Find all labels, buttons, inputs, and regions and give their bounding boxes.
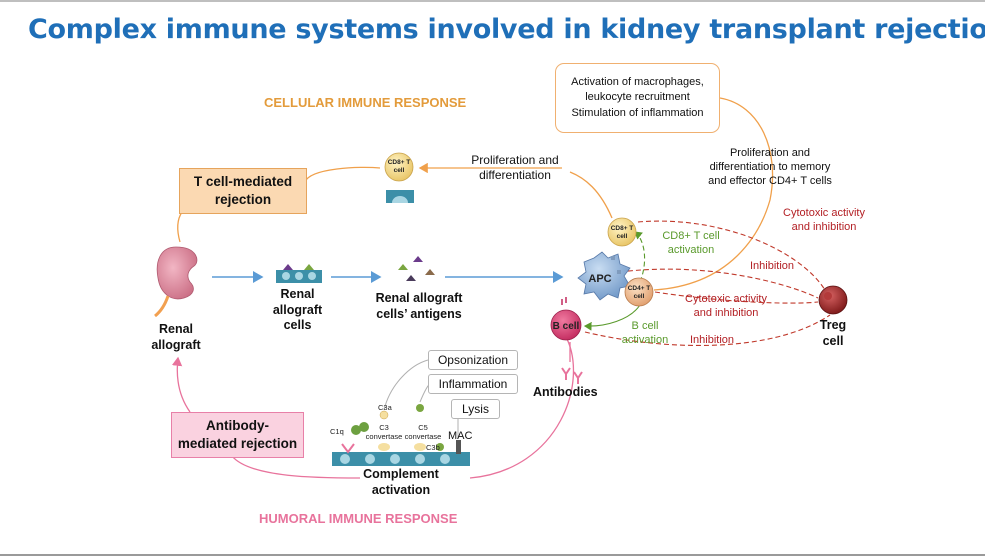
allograft-antigens-label: Renal allograft cells’ antigens <box>375 291 463 321</box>
lysis-box: Lysis <box>451 399 500 419</box>
humoral-arc-right <box>469 334 575 479</box>
prolif-memory-label: Proliferation and differentiation to mem… <box>708 147 832 187</box>
allograft-cells-icon <box>276 264 322 283</box>
cellular-response-title: CELLULAR IMMUNE RESPONSE <box>264 95 467 110</box>
c3a-label: C3a <box>378 403 392 412</box>
treg-cell <box>818 285 848 315</box>
svg-text:cell: cell <box>394 167 405 174</box>
top-border <box>0 0 985 2</box>
arrow-to-allograft <box>171 356 191 413</box>
bcell-activation-label: B cell activation <box>621 320 669 346</box>
cd8-activation-label: CD8+ T cell activation <box>662 230 720 256</box>
humoral-arc-mid <box>231 455 361 479</box>
slide-title: Complex immune systems involved in kidne… <box>28 14 985 45</box>
cellular-arc-kidney <box>177 211 183 243</box>
inflammation-box: Inflammation <box>428 374 518 394</box>
tcell-rejection-label: T cell-mediated rejection <box>193 174 293 207</box>
prolif-diff-label: Proliferation and differentiation <box>471 153 559 182</box>
inhibition-mid-label: Inhibition <box>750 260 795 272</box>
c5-convertase-label: C5 convertase <box>404 423 442 441</box>
mac-label: MAC <box>448 430 473 442</box>
humoral-response-title: HUMORAL IMMUNE RESPONSE <box>259 511 458 526</box>
bottom-border <box>0 554 985 556</box>
cd4-activates-bcell <box>583 304 641 331</box>
allograft-cells-label: Renal allograft cells <box>272 287 323 333</box>
cd8-cell: CD8+ T cell <box>607 217 637 247</box>
antibody-rejection-box: Antibody-mediated rejection <box>171 412 304 458</box>
svg-text:CD4+ T: CD4+ T <box>628 285 651 292</box>
complement-membrane-icon <box>332 404 470 466</box>
b-cell: B cell <box>550 297 582 341</box>
svg-text:cell: cell <box>617 233 628 240</box>
arc-cd4-to-macrophage <box>653 97 774 291</box>
c1q-label: C1q <box>330 427 344 436</box>
apc-cell: APC <box>577 251 631 301</box>
antigens-icon <box>398 256 435 281</box>
inflammation-label: Inflammation <box>438 377 508 391</box>
c3b-label: C3b <box>426 443 440 452</box>
opsonization-box: Opsonization <box>428 350 518 370</box>
opsonization-label: Opsonization <box>437 353 509 367</box>
renal-allograft-label: Renal allograft <box>151 322 201 352</box>
cellular-arc-left <box>304 166 381 183</box>
cytotoxic-top-label: Cytotoxic activity and inhibition <box>783 207 865 233</box>
antibody-rejection-label: Antibody-mediated rejection <box>177 418 298 451</box>
svg-text:APC: APC <box>588 273 611 285</box>
c3-convertase-label: C3 convertase <box>365 423 403 441</box>
complement-activation-label: Complement activation <box>363 467 439 497</box>
arc-cd8-to-prolif <box>569 171 613 219</box>
to-opsonization <box>383 359 429 411</box>
cytotoxic-mid-label: Cytotoxic activity and inhibition <box>685 293 767 319</box>
cd4-cell: CD4+ T cell <box>624 277 654 307</box>
cd8-cell-top: CD8+ T cell <box>384 152 414 203</box>
svg-text:B cell: B cell <box>553 321 580 332</box>
svg-text:CD8+ T: CD8+ T <box>611 225 634 232</box>
macrophage-activation-label: Activation of macrophages, leukocyte rec… <box>571 75 704 119</box>
inhibit-cd8-treg <box>637 220 826 291</box>
treg-label: Treg cell <box>819 318 847 348</box>
inhibit-apc-treg <box>619 268 819 299</box>
svg-text:CD8+ T: CD8+ T <box>388 159 411 166</box>
kidney-icon <box>154 246 198 318</box>
cd4-activates-cd8 <box>634 231 646 283</box>
antibodies-label: Antibodies <box>533 385 598 399</box>
antibodies-icon <box>561 367 583 384</box>
lysis-label: Lysis <box>462 402 489 416</box>
inhibition-bottom-label: Inhibition <box>690 334 735 346</box>
inhibit-bcell-treg <box>584 314 831 346</box>
tcell-rejection-box: T cell-mediated rejection <box>179 168 307 214</box>
svg-text:cell: cell <box>634 293 645 300</box>
inhibit-cd4-treg <box>654 291 819 304</box>
macrophage-activation-box: Activation of macrophages, leukocyte rec… <box>555 63 720 133</box>
